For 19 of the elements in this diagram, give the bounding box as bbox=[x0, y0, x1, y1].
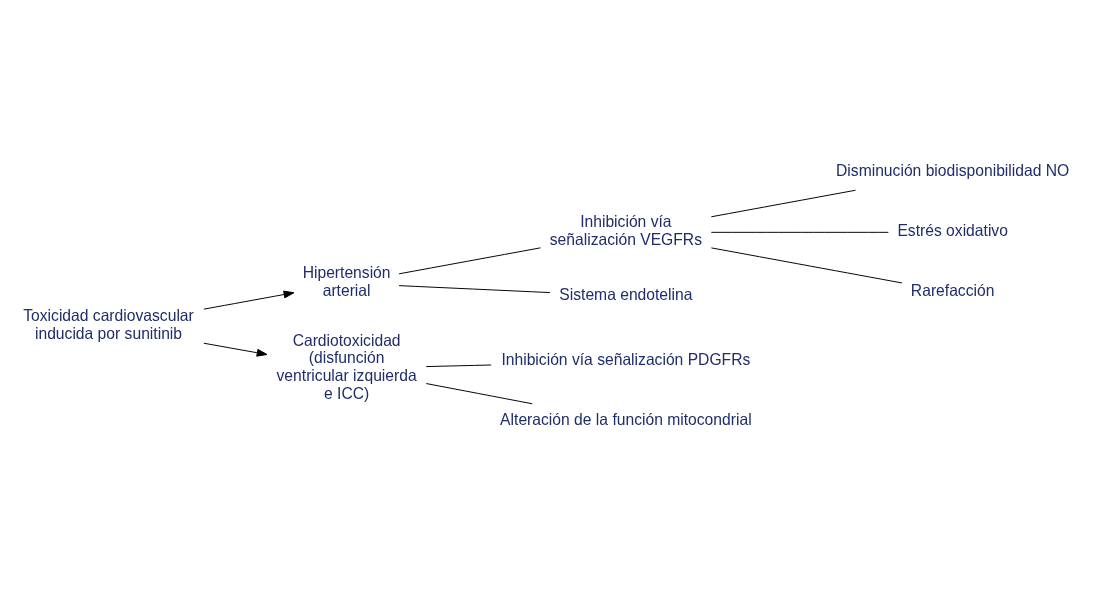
node-text: Alteración de la función mitocondrial bbox=[500, 411, 752, 429]
node-text: Rarefacción bbox=[910, 281, 995, 299]
connector bbox=[425, 383, 533, 405]
node-text: Sistema endotelina bbox=[559, 285, 693, 303]
connector bbox=[398, 247, 541, 275]
connector bbox=[425, 364, 492, 368]
connector bbox=[710, 189, 857, 218]
node-text: Inhibición vía señalización PDGFRs bbox=[501, 351, 751, 369]
arrow bbox=[203, 342, 268, 357]
connector bbox=[710, 247, 903, 284]
connector bbox=[398, 285, 551, 294]
node-text: Disminución biodisponibilidad NO bbox=[836, 162, 1070, 180]
node-text: Estrés oxidativo bbox=[897, 222, 1008, 240]
arrow bbox=[203, 290, 295, 310]
connector bbox=[710, 231, 889, 233]
node-text: Cardiotoxicidad (disfunción ventricular izquierda e ICC) bbox=[276, 331, 417, 402]
node-text: Inhibición vía señalización VEGFRs bbox=[549, 213, 703, 248]
node-text: Hipertensión arterial bbox=[302, 264, 391, 299]
node-text: Toxicidad cardiovascular inducida por sunitinib bbox=[23, 307, 194, 342]
